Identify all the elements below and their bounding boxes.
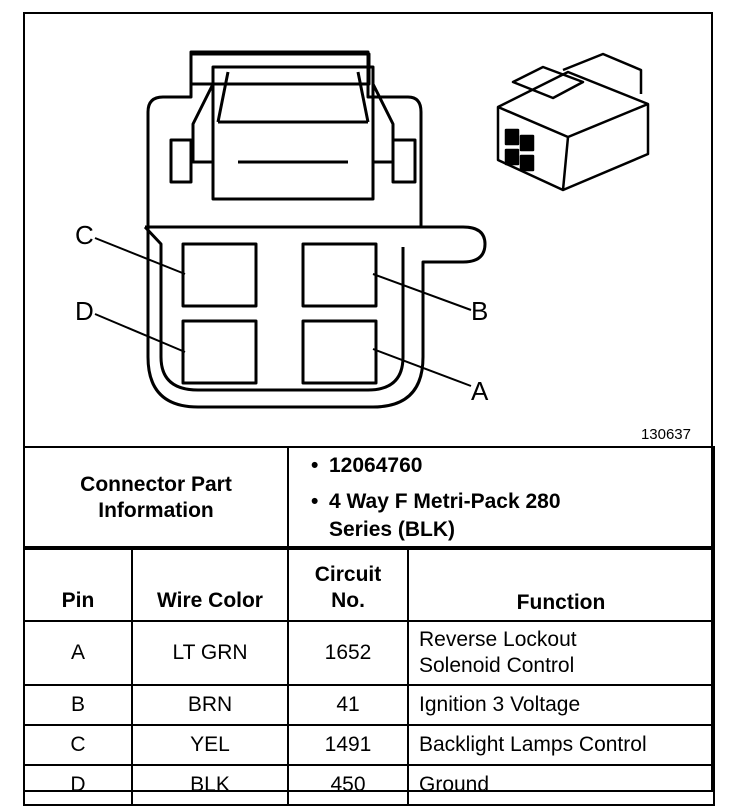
label-b: B <box>471 296 488 326</box>
table-row: C YEL 1491 Backlight Lamps Control <box>23 724 715 766</box>
cavity-d <box>181 319 258 385</box>
housing-inner-outline <box>143 225 421 392</box>
leader-a <box>372 348 472 387</box>
pin-cell: A <box>23 620 133 686</box>
pin-cell: B <box>23 684 133 726</box>
connector-description: 4 Way F Metri-Pack 280 Series (BLK) <box>311 488 589 544</box>
wire-color-cell: YEL <box>131 724 289 766</box>
header-pin: Pin <box>23 546 133 622</box>
latch-cap <box>189 52 371 86</box>
label-a: A <box>471 376 489 406</box>
cavity-c <box>181 242 258 308</box>
pin-cell: D <box>23 764 133 806</box>
leader-c <box>94 237 186 275</box>
part-number: 12064760 <box>311 452 713 480</box>
circuit-cell: 1491 <box>287 724 409 766</box>
cavity-a <box>301 319 378 385</box>
pin-cell: C <box>23 724 133 766</box>
function-cell: Ignition 3 Voltage <box>407 684 715 726</box>
connector-housing <box>146 50 487 409</box>
connector-3d-view <box>496 52 650 192</box>
figure-number: 130637 <box>640 426 691 443</box>
leader-b <box>372 273 472 311</box>
pin-table-header: Pin Wire Color Circuit No. Function <box>23 546 715 622</box>
table-row: D BLK 450 Ground <box>23 764 715 806</box>
circuit-cell: 41 <box>287 684 409 726</box>
table-row: A LT GRN 1652 Reverse Lockout Solenoid C… <box>23 620 715 686</box>
connector-info-label: Connector Part Information <box>23 446 289 550</box>
wire-color-cell: BLK <box>131 764 289 806</box>
function-cell: Ground <box>407 764 715 806</box>
header-circuit: Circuit No. <box>287 546 409 622</box>
circuit-cell: 1652 <box>287 620 409 686</box>
connector-diagram: C D B A 130637 <box>23 12 713 448</box>
function-cell: Backlight Lamps Control <box>407 724 715 766</box>
table-row: B BRN 41 Ignition 3 Voltage <box>23 684 715 726</box>
wire-color-cell: LT GRN <box>131 620 289 686</box>
pin-table: Pin Wire Color Circuit No. Function A LT… <box>23 546 715 806</box>
latch-block <box>211 65 375 201</box>
label-d: D <box>75 296 94 326</box>
connector-drawing: C D B A <box>75 50 650 409</box>
leader-d <box>94 313 186 353</box>
header-wire-color: Wire Color <box>131 546 289 622</box>
circuit-cell: 450 <box>287 764 409 806</box>
connector-info-table: Connector Part Information 12064760 4 Wa… <box>23 446 715 550</box>
connector-info-bullets: 12064760 4 Way F Metri-Pack 280 Series (… <box>287 446 715 550</box>
label-c: C <box>75 220 94 250</box>
cavity-b <box>301 242 378 308</box>
wire-color-cell: BRN <box>131 684 289 726</box>
function-cell: Reverse Lockout Solenoid Control <box>407 620 715 686</box>
header-function: Function <box>407 546 715 622</box>
